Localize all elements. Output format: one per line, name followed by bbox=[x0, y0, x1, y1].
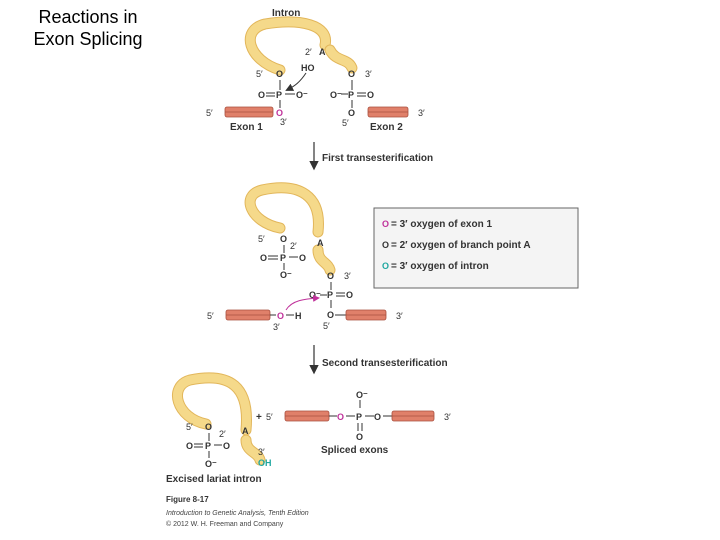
exon1-3prime-oxygen: O bbox=[337, 412, 344, 422]
three-prime-label: 3′ bbox=[396, 311, 403, 321]
oxygen-atom: O bbox=[327, 271, 334, 281]
phosphorus-atom: P bbox=[348, 90, 354, 100]
oxygen-atom: O bbox=[348, 69, 355, 79]
lariat-loop bbox=[173, 373, 251, 435]
five-prime-label: 5′ bbox=[342, 118, 349, 128]
five-prime-label: 5′ bbox=[206, 108, 213, 118]
five-prime-label: 5′ bbox=[266, 412, 273, 422]
legend-text-exon1: = 3′ oxygen of exon 1 bbox=[391, 219, 492, 230]
intron-tail bbox=[313, 245, 335, 275]
phosphorus-atom: P bbox=[205, 441, 211, 451]
legend-box bbox=[373, 207, 579, 289]
five-prime-label: 5′ bbox=[323, 321, 330, 331]
slide-title-line-1: Reactions in bbox=[38, 7, 138, 27]
legend-symbol-exon1: O bbox=[382, 219, 389, 229]
exon1-3prime-oxygen: O bbox=[276, 108, 283, 118]
intron-3prime-oh: OH bbox=[258, 458, 272, 468]
oxygen-anion: O⁻ bbox=[356, 390, 368, 400]
slide-title: Reactions in Exon Splicing bbox=[8, 6, 168, 50]
intron-label: Intron bbox=[272, 8, 300, 19]
three-prime-label: 3′ bbox=[444, 412, 451, 422]
exon1-3prime-oxygen: O bbox=[277, 311, 284, 321]
oxygen-anion: O⁻ bbox=[280, 270, 292, 280]
plus-sign: + bbox=[256, 412, 262, 423]
oxygen-atom: O bbox=[346, 290, 353, 300]
phosphorus-atom: P bbox=[327, 290, 333, 300]
legend-symbol-branch: O bbox=[382, 240, 389, 250]
oxygen-atom: O bbox=[367, 90, 374, 100]
oxygen-atom: O bbox=[356, 432, 363, 442]
three-prime-label: 3′ bbox=[418, 108, 425, 118]
oxygen-anion: O⁻ bbox=[205, 459, 217, 469]
legend-text-branch: = 2′ oxygen of branch point A bbox=[391, 240, 531, 251]
stage-2: 5′ O 2′ A O P O O⁻ O 3′ O⁻ P O O 5′ 5′ O… bbox=[207, 182, 403, 332]
excised-lariat-label: Excised lariat intron bbox=[166, 474, 262, 485]
oxygen-atom: O bbox=[374, 412, 381, 422]
stage-1: Intron 2′ A HO 5′ O O P O⁻ O 3′ 5′ Exon … bbox=[206, 8, 425, 133]
oxygen-atom: O bbox=[276, 69, 283, 79]
oxygen-atom: O bbox=[327, 310, 334, 320]
five-prime-label: 5′ bbox=[186, 422, 193, 432]
exon2-label: Exon 2 bbox=[370, 122, 403, 133]
attack-arrow bbox=[285, 72, 307, 91]
three-prime-label: 3′ bbox=[280, 117, 287, 127]
phosphorus-atom: P bbox=[276, 90, 282, 100]
phosphorus-atom: P bbox=[280, 253, 286, 263]
figure-number: Figure 8-17 bbox=[166, 495, 209, 504]
oxygen-atom: O bbox=[299, 253, 306, 263]
oxygen-atom: O bbox=[260, 253, 267, 263]
oxygen-anion: O⁻ bbox=[296, 90, 308, 100]
stage-3: 5′ O 2′ A O P O O⁻ 3′ OH Excised lariat … bbox=[166, 372, 451, 485]
oxygen-atom: O bbox=[258, 90, 265, 100]
oxygen-anion: O⁻ bbox=[330, 90, 342, 100]
three-prime-label: 3′ bbox=[273, 322, 280, 332]
legend: O = 3′ oxygen of exon 1 O = 2′ oxygen of… bbox=[373, 207, 579, 289]
hydrogen-atom: H bbox=[295, 311, 302, 321]
two-prime-label: 2′ bbox=[219, 429, 226, 439]
first-transesterification-label: First transesterification bbox=[322, 153, 433, 164]
figure-caption-line-2: © 2012 W. H. Freeman and Company bbox=[166, 520, 284, 528]
legend-symbol-intron: O bbox=[382, 261, 389, 271]
oxygen-atom: O bbox=[280, 234, 287, 244]
branch-a-label: A bbox=[242, 426, 249, 436]
ho-label: HO bbox=[301, 63, 315, 73]
spliced-exons-label: Spliced exons bbox=[321, 445, 389, 456]
branch-a-label: A bbox=[319, 47, 326, 57]
attack-arrow-magenta bbox=[285, 294, 320, 311]
intron-strand-tail bbox=[325, 45, 357, 73]
oxygen-atom: O bbox=[186, 441, 193, 451]
intron-loop bbox=[245, 183, 323, 237]
five-prime-label: 5′ bbox=[207, 311, 214, 321]
exon1-label: Exon 1 bbox=[230, 122, 263, 133]
phosphorus-atom: P bbox=[356, 412, 362, 422]
legend-text-intron: = 3′ oxygen of intron bbox=[391, 261, 489, 272]
branch-a-label: A bbox=[317, 238, 324, 248]
two-prime-label: 2′ bbox=[290, 241, 297, 251]
lariat-tail bbox=[241, 435, 265, 465]
figure-caption-line-1: Introduction to Genetic Analysis, Tenth … bbox=[166, 510, 309, 517]
three-prime-label: 3′ bbox=[258, 447, 265, 457]
two-prime-label: 2′ bbox=[305, 47, 312, 57]
second-transesterification-label: Second transesterification bbox=[322, 358, 448, 369]
three-prime-label: 3′ bbox=[344, 271, 351, 281]
slide-title-line-2: Exon Splicing bbox=[33, 29, 143, 49]
oxygen-atom: O bbox=[205, 422, 212, 432]
oxygen-atom: O bbox=[348, 108, 355, 118]
oxygen-atom: O bbox=[223, 441, 230, 451]
five-prime-label: 5′ bbox=[258, 234, 265, 244]
three-prime-label: 3′ bbox=[365, 69, 372, 79]
intron-strand bbox=[245, 17, 330, 75]
five-prime-label: 5′ bbox=[256, 69, 263, 79]
